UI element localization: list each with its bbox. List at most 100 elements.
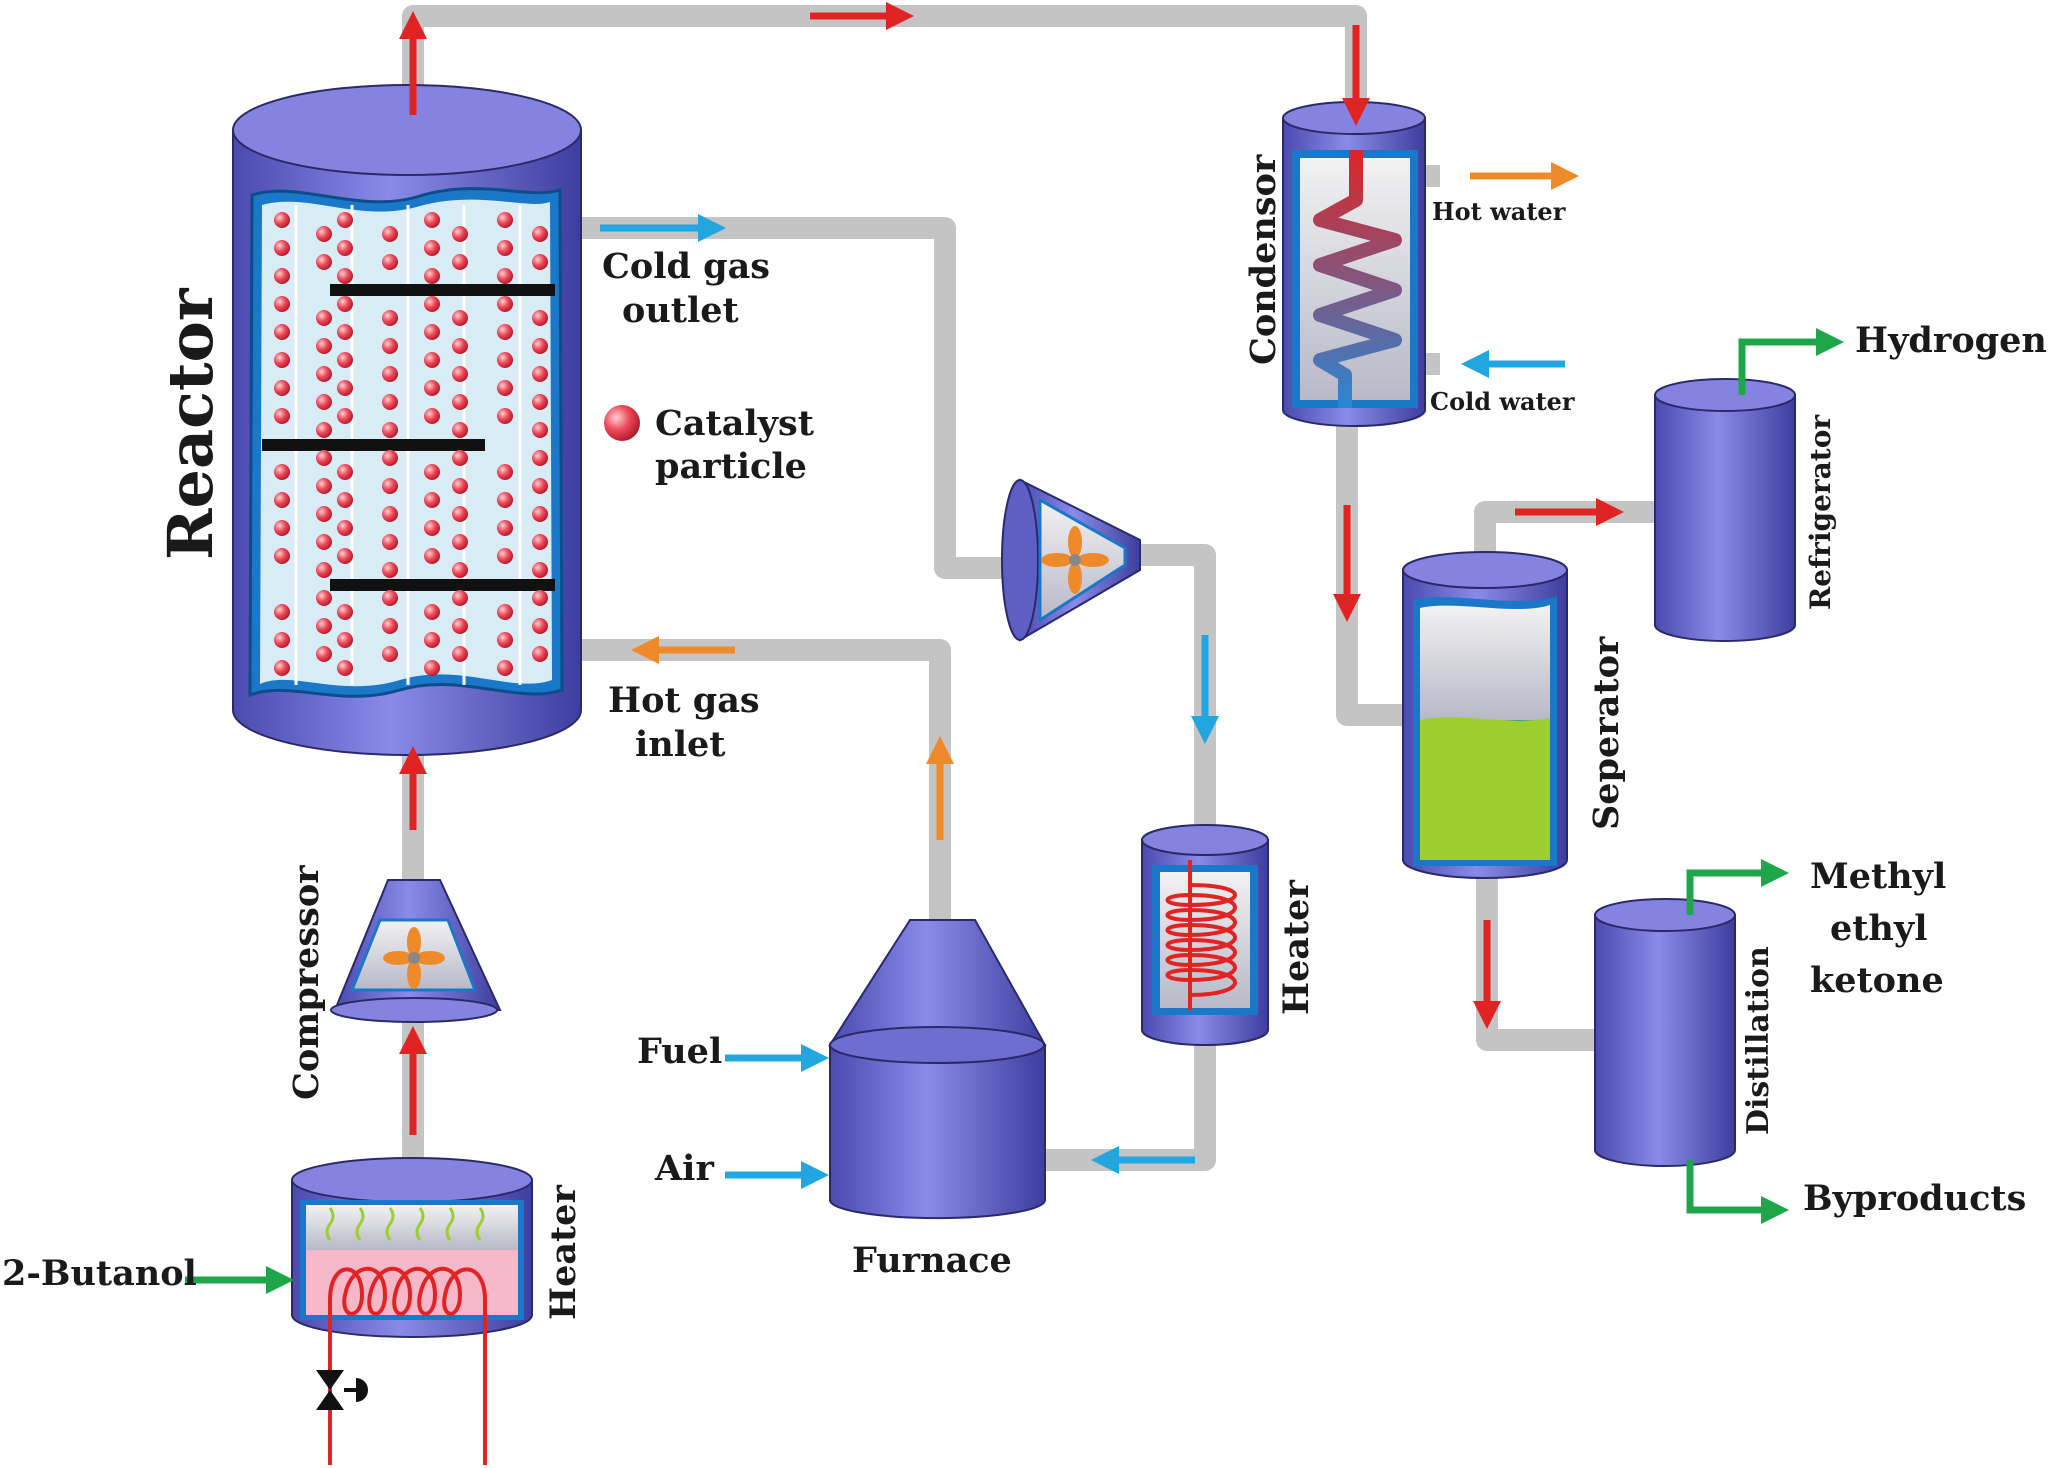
catalyst-particle: [316, 534, 332, 550]
catalyst-particle: [274, 240, 290, 256]
catalyst-particle: [337, 380, 353, 396]
catalyst-particle: [532, 226, 548, 242]
heater-bottom: [291, 1157, 533, 1465]
label-condensor: Condensor: [1243, 154, 1284, 365]
catalyst-particle: [497, 212, 513, 228]
catalyst-particle: [424, 408, 440, 424]
heating-coil-icon: [328, 1266, 487, 1465]
catalyst-particle: [532, 310, 548, 326]
catalyst-particle: [497, 492, 513, 508]
vapor-waves-icon: [325, 1207, 485, 1241]
catalyst-particle: [274, 632, 290, 648]
label-reactor: Reactor: [154, 287, 227, 560]
catalyst-particle: [274, 380, 290, 396]
refrigerator: [1654, 378, 1796, 642]
heater-mid: [1141, 824, 1269, 1046]
catalyst-particle: [337, 660, 353, 676]
catalyst-particle: [452, 338, 468, 354]
catalyst-particle: [316, 478, 332, 494]
catalyst-particle: [424, 296, 440, 312]
catalyst-particle: [452, 450, 468, 466]
catalyst-particle: [316, 422, 332, 438]
heating-coil-icon: [1165, 860, 1237, 1010]
catalyst-particle: [452, 394, 468, 410]
catalyst-particle: [532, 394, 548, 410]
label-cold-gas-line1: Cold gas: [602, 246, 770, 287]
flow-arrows: [185, 2, 1844, 1294]
catalyst-particle: [497, 548, 513, 564]
catalyst-particle: [274, 604, 290, 620]
catalyst-particle: [382, 366, 398, 382]
label-byproducts: Byproducts: [1803, 1178, 2026, 1219]
catalyst-particle: [532, 562, 548, 578]
catalyst-particle: [337, 408, 353, 424]
catalyst-particle: [497, 352, 513, 368]
seperator: [1402, 551, 1568, 879]
catalyst-particle: [497, 324, 513, 340]
catalyst-particle: [382, 338, 398, 354]
catalyst-particle: [337, 604, 353, 620]
catalyst-particle: [316, 646, 332, 662]
label-distillation: Distillation: [1741, 946, 1776, 1135]
catalyst-particle: [337, 324, 353, 340]
catalyst-particle: [316, 338, 332, 354]
catalyst-particle: [532, 450, 548, 466]
catalyst-particle: [316, 394, 332, 410]
catalyst-particle: [382, 506, 398, 522]
label-hot-gas-line2: inlet: [635, 724, 725, 765]
catalyst-particle: [452, 534, 468, 550]
catalyst-particle: [382, 646, 398, 662]
catalyst-particle: [424, 352, 440, 368]
catalyst-particle: [532, 422, 548, 438]
catalyst-particle: [497, 380, 513, 396]
arrow-mek-out: [1686, 859, 1789, 915]
catalyst-particle: [424, 240, 440, 256]
catalyst-particle: [497, 632, 513, 648]
label-mek-line2: ethyl: [1830, 908, 1928, 949]
catalyst-particle: [316, 450, 332, 466]
catalyst-particle: [424, 464, 440, 480]
catalyst-particle: [274, 212, 290, 228]
liquid-level: [1420, 717, 1550, 860]
catalyst-particle: [424, 520, 440, 536]
label-mek-line1: Methyl: [1810, 856, 1946, 897]
label-heater-mid: Heater: [1276, 880, 1317, 1015]
catalyst-particle: [424, 604, 440, 620]
arrow-hydrogen-out: [1738, 328, 1844, 395]
catalyst-particle: [382, 254, 398, 270]
catalyst-particle: [316, 254, 332, 270]
catalyst-particle: [274, 296, 290, 312]
catalyst-particle: [497, 408, 513, 424]
label-fuel: Fuel: [637, 1031, 722, 1072]
label-hot-water: Hot water: [1432, 197, 1566, 226]
catalyst-particle: [497, 268, 513, 284]
catalyst-particle: [424, 632, 440, 648]
catalyst-particle: [382, 422, 398, 438]
distillation: [1594, 898, 1736, 1167]
catalyst-particle: [274, 352, 290, 368]
catalyst-particle: [337, 548, 353, 564]
catalyst-particle: [382, 534, 398, 550]
catalyst-particle: [532, 506, 548, 522]
catalyst-particle: [382, 562, 398, 578]
catalyst-particle: [424, 268, 440, 284]
catalyst-particle: [337, 492, 353, 508]
catalyst-particle: [337, 296, 353, 312]
catalyst-particle: [532, 590, 548, 606]
furnace: [828, 919, 1047, 1220]
catalyst-particle: [452, 422, 468, 438]
catalyst-particle: [424, 380, 440, 396]
catalyst-particle: [382, 478, 398, 494]
catalyst-particle: [337, 464, 353, 480]
label-butanol: 2-Butanol: [2, 1253, 197, 1294]
catalyst-particle: [497, 296, 513, 312]
catalyst-particle: [316, 618, 332, 634]
label-refrigerator: Refrigerator: [1804, 414, 1837, 610]
catalyst-particle: [424, 548, 440, 564]
label-compressor: Compressor: [286, 865, 327, 1100]
catalyst-particle: [497, 604, 513, 620]
condensor: [1282, 101, 1426, 427]
label-furnace: Furnace: [852, 1240, 1012, 1281]
catalyst-particle: [316, 590, 332, 606]
catalyst-particle: [337, 240, 353, 256]
